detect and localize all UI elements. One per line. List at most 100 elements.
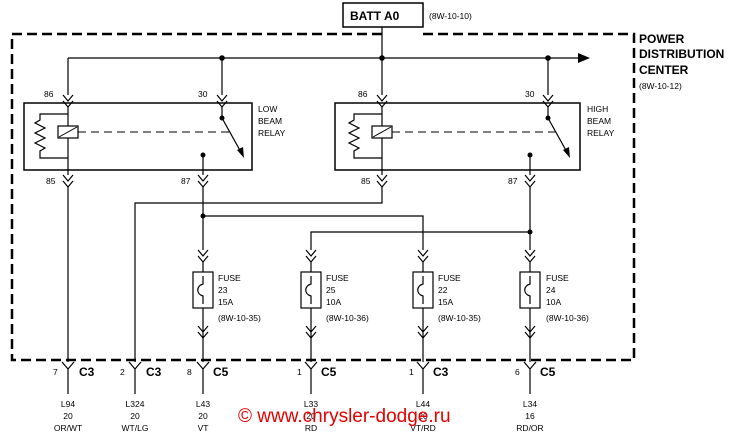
fuse-24-ref: (8W-10-36): [546, 313, 589, 323]
low-relay-box: [23, 102, 253, 171]
output-l44-color: VT/RD: [410, 423, 436, 433]
high-relay-line3: RELAY: [587, 128, 615, 138]
watermark: © www.chrysler-dodge.ru: [238, 406, 451, 427]
fuse-22-label: FUSE: [438, 273, 461, 283]
output-l33-color: RD: [305, 423, 317, 433]
connector-terminal-icon: [304, 361, 318, 394]
terminal-87-icon: [197, 174, 209, 188]
high-beam-relay: 86 30 85 87 HIGH BEAM RELAY: [334, 89, 615, 188]
batt-source: BATT A0 (8W-10-10): [342, 2, 472, 28]
fuse-22: FUSE 22 15A (8W-10-35): [412, 262, 481, 339]
fuse-24-number: 24: [546, 285, 556, 295]
pdc-line3: CENTER: [639, 63, 689, 77]
output-l33-gauge: 20: [306, 411, 316, 421]
fuse-25-ref: (8W-10-36): [326, 313, 369, 323]
output-l324-gauge: 20: [130, 411, 140, 421]
low-pin-86: 86: [44, 89, 54, 99]
output-l34-connector: C5: [540, 365, 556, 379]
output-l43-circuit: L43: [196, 399, 210, 409]
splice-dot: [219, 55, 225, 61]
terminal-85-icon: [62, 174, 74, 188]
fuse-23-label: FUSE: [218, 273, 241, 283]
high-pin-85: 85: [361, 176, 371, 186]
connector-terminal-icon: [196, 361, 210, 394]
fuse-23-rating: 15A: [218, 297, 233, 307]
batt-label: BATT A0: [350, 9, 400, 23]
relay-contact-icon: [547, 117, 569, 155]
output-l44-circuit: L44: [416, 399, 430, 409]
output-l33-pin: 1: [297, 367, 302, 377]
output-l43-color: VT: [198, 423, 209, 433]
fuse-22-rating: 15A: [438, 297, 453, 307]
fuse-24: FUSE 24 10A (8W-10-36): [519, 262, 589, 339]
relay-contact-icon: [221, 117, 243, 155]
low-relay-line1: LOW: [258, 104, 277, 114]
output-l324-pin: 2: [120, 367, 125, 377]
pdc-label: POWER DISTRIBUTION CENTER (8W-10-12): [639, 32, 724, 91]
pdc-line2: DISTRIBUTION: [639, 47, 724, 61]
output-l324-connector: C3: [146, 365, 162, 379]
output-l324: 2 C3 L324 20 WT/LG: [120, 360, 162, 433]
terminal-87-icon: [524, 174, 536, 188]
output-l43: 8 C5 L43 20 VT: [187, 361, 229, 433]
output-l43-pin: 8: [187, 367, 192, 377]
terminal-30-icon: [542, 94, 554, 108]
splice-dot: [527, 229, 533, 235]
fuse-22-number: 22: [438, 285, 448, 295]
output-l34-gauge: 16: [525, 411, 535, 421]
internal-wiring: [67, 187, 536, 360]
high-relay-box: [334, 102, 581, 171]
fuse-25-rating: 10A: [326, 297, 341, 307]
output-l34-circuit: L34: [523, 399, 537, 409]
output-l34-color: RD/OR: [516, 423, 543, 433]
batt-ref: (8W-10-10): [429, 11, 472, 21]
splice-dot: [545, 55, 551, 61]
output-l33: 1 C5 L33 20 RD: [297, 361, 337, 433]
output-l94-connector: C3: [79, 365, 95, 379]
terminal-86-icon: [62, 94, 74, 108]
connector-terminal-icon: [416, 361, 430, 394]
pdc-ref: (8W-10-12): [639, 81, 682, 91]
fuse-23-ref: (8W-10-35): [218, 313, 261, 323]
output-l44-gauge: 20: [418, 411, 428, 421]
output-l94-gauge: 20: [63, 411, 73, 421]
fuse-25-number: 25: [326, 285, 336, 295]
bus-arrow-icon: [578, 53, 590, 63]
output-l33-connector: C5: [321, 365, 337, 379]
low-pin-30: 30: [198, 89, 208, 99]
low-relay-line3: RELAY: [258, 128, 286, 138]
high-relay-line1: HIGH: [587, 104, 608, 114]
pdc-border: [10, 32, 636, 362]
fuse-25: FUSE 25 10A (8W-10-36): [300, 262, 369, 339]
output-l43-connector: C5: [213, 365, 229, 379]
splice-dot: [200, 213, 206, 219]
fuse-22-ref: (8W-10-35): [438, 313, 481, 323]
connector-terminal-icon: [61, 360, 75, 394]
fuse-23-number: 23: [218, 285, 228, 295]
output-l44-connector: C3: [433, 365, 449, 379]
connector-terminal-icon: [523, 361, 537, 394]
fuse-24-label: FUSE: [546, 273, 569, 283]
fuse-24-rating: 10A: [546, 297, 561, 307]
output-l44-pin: 1: [409, 367, 414, 377]
terminal-30-icon: [216, 94, 228, 108]
fuse-23: FUSE 23 15A (8W-10-35): [192, 262, 261, 339]
high-pin-86: 86: [358, 89, 368, 99]
pdc-line1: POWER: [639, 32, 685, 46]
terminal-86-icon: [376, 94, 388, 108]
output-l43-gauge: 20: [198, 411, 208, 421]
output-l94-pin: 7: [53, 367, 58, 377]
output-l33-circuit: L33: [304, 399, 318, 409]
output-l34: 6 C5 L34 16 RD/OR: [515, 361, 556, 433]
low-pin-85: 85: [46, 176, 56, 186]
battery-bus: [67, 27, 590, 95]
output-l324-color: WT/LG: [122, 423, 149, 433]
output-l94-circuit: L94: [61, 399, 75, 409]
low-beam-relay: 86 30 85 87 LOW BEAM RELAY: [23, 89, 286, 188]
output-runs: [202, 338, 531, 362]
fuse-25-label: FUSE: [326, 273, 349, 283]
terminal-85-icon: [376, 174, 388, 188]
coil-resistor-icon: [347, 113, 382, 159]
high-pin-30: 30: [525, 89, 535, 99]
